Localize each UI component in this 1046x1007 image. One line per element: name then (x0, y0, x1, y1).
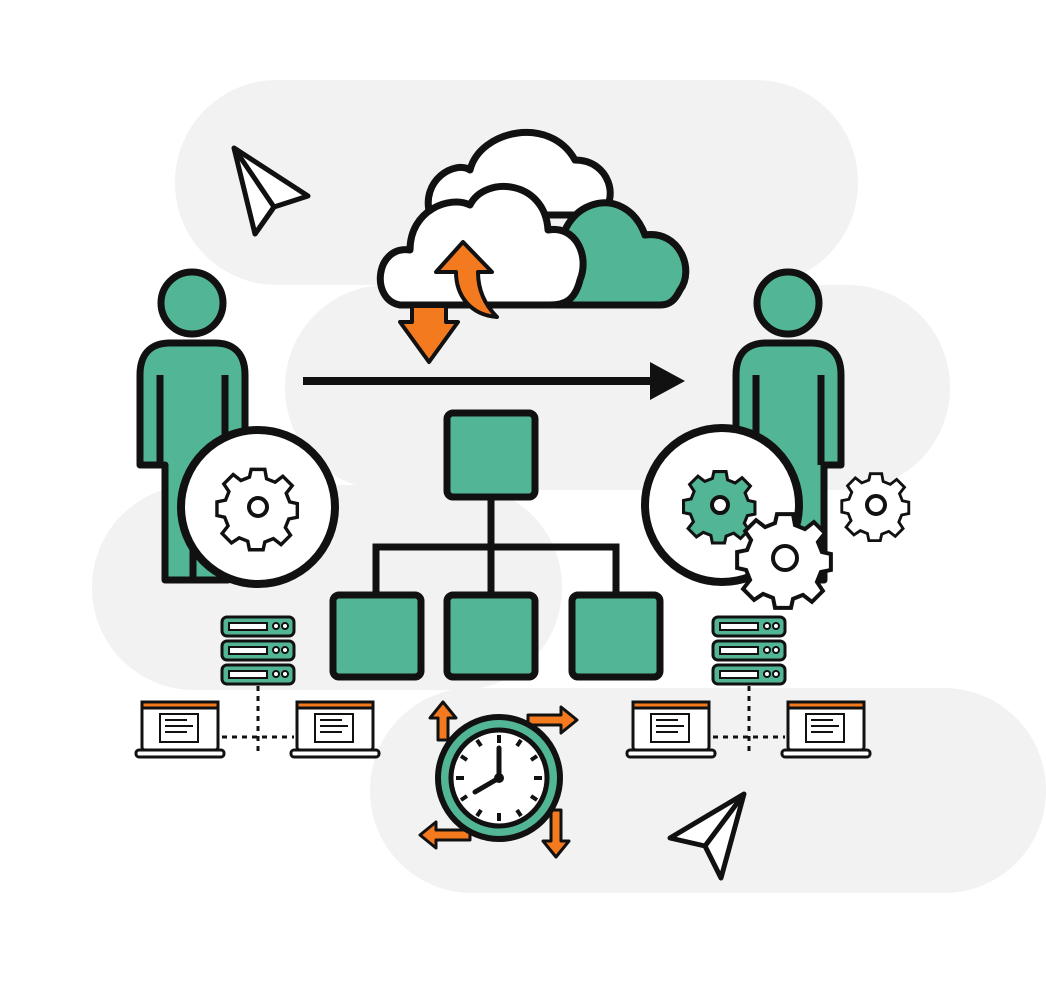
clock-icon (418, 700, 579, 859)
arrow-right-icon (303, 362, 685, 400)
gear-badge-left (177, 426, 339, 588)
paper-plane-icon (231, 145, 311, 237)
laptop-icon (289, 700, 381, 759)
server-icon (220, 615, 296, 686)
cloud-icon (376, 129, 690, 309)
laptop-icon (134, 700, 226, 759)
paper-plane-icon (667, 791, 747, 881)
sync-arrows-icon (398, 240, 499, 364)
org-chart-icon (329, 409, 664, 681)
network-group-left (134, 615, 381, 759)
